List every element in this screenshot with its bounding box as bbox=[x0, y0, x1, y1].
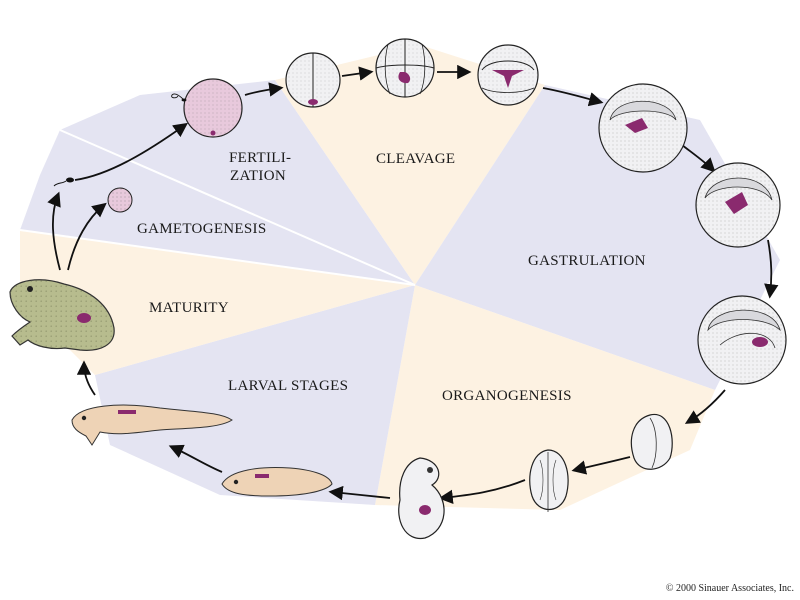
young-tadpole-icon bbox=[221, 467, 333, 497]
sperm-icon bbox=[53, 177, 74, 187]
arrow-frog-to-egg bbox=[67, 202, 107, 271]
arrow-frog-to-sperm bbox=[47, 191, 61, 271]
arrow-gastrula1-to-gastrula2 bbox=[681, 144, 716, 173]
arrow-neurula-to-tailbud bbox=[571, 456, 631, 475]
organogenesis-embryos bbox=[398, 413, 673, 540]
older-tadpole-icon bbox=[71, 404, 233, 446]
sector-gastrulation bbox=[415, 85, 780, 390]
arrow-embryo-to-tadpole1 bbox=[328, 485, 391, 501]
arrow-gastrula3-to-neurula bbox=[684, 389, 726, 424]
late-gastrula-icon bbox=[697, 295, 787, 385]
sector-maturity bbox=[20, 230, 415, 375]
cleavage-embryos bbox=[285, 38, 539, 108]
gametes bbox=[53, 78, 243, 213]
arrow-cleavage1-to-cleavage2 bbox=[341, 66, 374, 81]
two-cell-embryo-icon bbox=[285, 52, 341, 108]
label-fertilization-line1: FERTILI- bbox=[229, 150, 291, 166]
late-embryo-icon bbox=[398, 457, 445, 540]
sector-backgrounds bbox=[19, 45, 780, 510]
neurula-icon bbox=[630, 413, 673, 470]
sector-cleavage bbox=[275, 45, 545, 285]
blastula-icon bbox=[477, 44, 539, 106]
arrow-blastula-to-gastrula1 bbox=[542, 87, 604, 107]
label-gastrulation: GASTRULATION bbox=[528, 253, 646, 269]
label-fertilization-line2: ZATION bbox=[230, 168, 286, 184]
arrow-sperm-to-fertilized bbox=[74, 122, 188, 181]
arrow-fertilized-to-cleavage1 bbox=[244, 82, 284, 97]
stage-labels: FERTILI- ZATION CLEAVAGE GASTRULATION OR… bbox=[137, 150, 646, 404]
early-gastrula-icon bbox=[598, 83, 688, 173]
larval-forms bbox=[71, 404, 333, 497]
arrow-tadpole2-to-frog bbox=[76, 360, 96, 396]
adult-frog-icon bbox=[9, 279, 115, 351]
sector-organogenesis bbox=[375, 285, 715, 510]
sector-gametogenesis bbox=[20, 130, 415, 285]
label-organogenesis: ORGANOGENESIS bbox=[442, 388, 572, 404]
mid-gastrula-icon bbox=[695, 162, 781, 248]
egg-icon bbox=[107, 187, 133, 213]
multi-cell-embryo-icon bbox=[375, 38, 435, 98]
cycle-arrows bbox=[47, 64, 779, 505]
label-gametogenesis: GAMETOGENESIS bbox=[137, 221, 266, 237]
sector-fertilization bbox=[60, 80, 415, 285]
arrow-gastrula2-to-gastrula3 bbox=[764, 239, 779, 299]
tailbud-embryo-icon bbox=[529, 449, 569, 512]
gastrulation-embryos bbox=[598, 83, 787, 385]
arrow-tailbud-to-embryo bbox=[438, 479, 526, 505]
label-larval-stages: LARVAL STAGES bbox=[228, 378, 348, 394]
fertilized-egg-icon bbox=[171, 78, 243, 138]
arrow-tadpole1-to-tadpole2 bbox=[168, 444, 223, 473]
label-cleavage: CLEAVAGE bbox=[376, 151, 455, 167]
copyright-notice: © 2000 Sinauer Associates, Inc. bbox=[665, 583, 794, 594]
label-maturity: MATURITY bbox=[149, 300, 229, 316]
